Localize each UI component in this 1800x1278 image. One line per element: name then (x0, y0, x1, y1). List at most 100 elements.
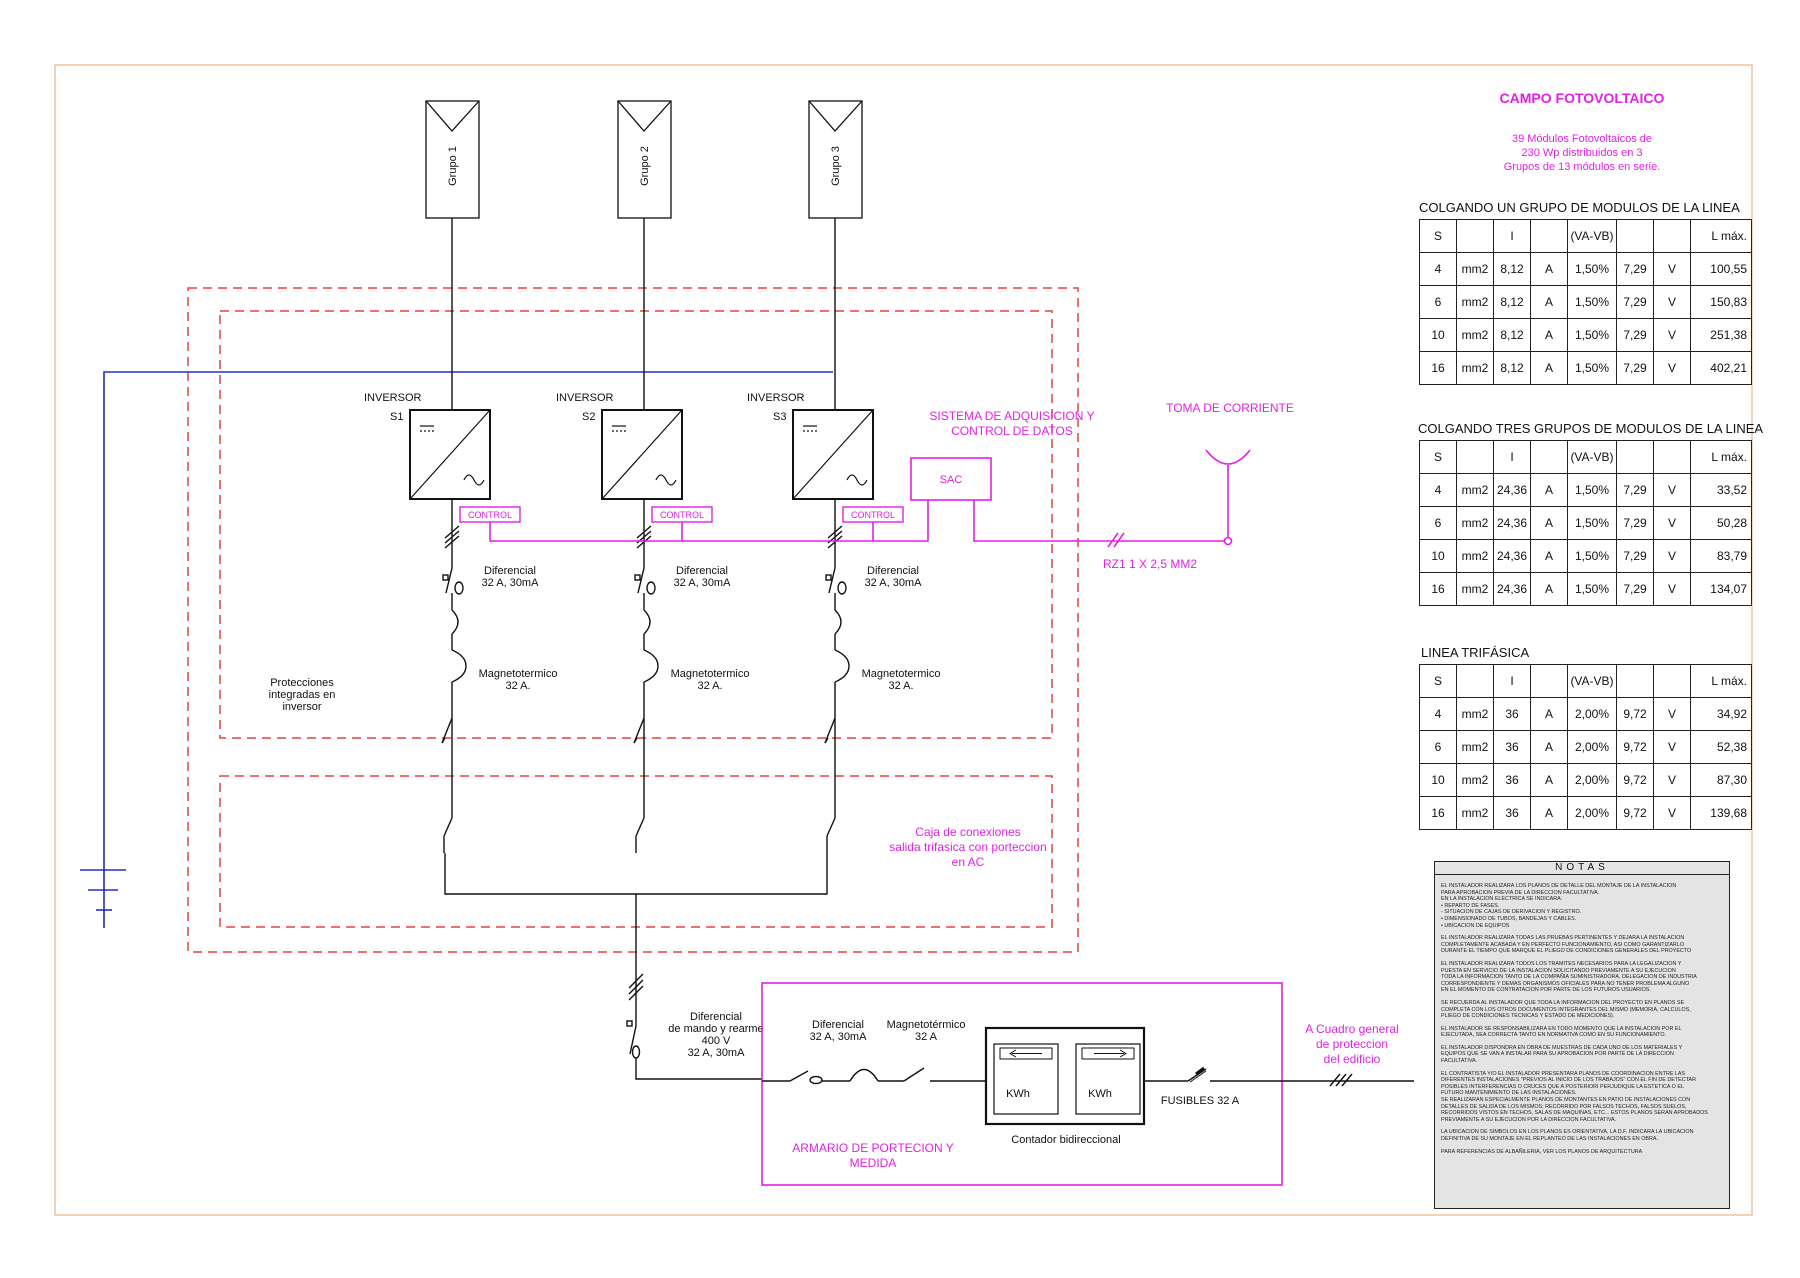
table-cell: A (1530, 506, 1568, 540)
armario-box (761, 982, 1283, 1186)
armario-diff-label-2: 32 A, 30mA (810, 1031, 868, 1043)
table-cell: mm2 (1456, 318, 1494, 352)
table-cell (1616, 664, 1654, 698)
table-cell: L máx. (1690, 440, 1752, 474)
table-cell: 2,00% (1567, 697, 1617, 731)
table-cell: mm2 (1456, 730, 1494, 764)
table-cell: 2,00% (1567, 796, 1617, 830)
table-cell (1456, 219, 1494, 253)
note-paragraph: EL CONTRATISTA Y/O EL INSTALADOR PRESENT… (1441, 1070, 1708, 1123)
table-cell: V (1653, 539, 1691, 573)
notes-title: NOTAS (1435, 862, 1729, 875)
table-cell: 1,50% (1567, 506, 1617, 540)
note-paragraph: EL INSTALADOR REALIZARA TODOS LOS TRAMIT… (1441, 960, 1697, 994)
table-cell: 10 (1419, 318, 1457, 352)
table-cell: 6 (1419, 506, 1457, 540)
table-cell: 10 (1419, 539, 1457, 573)
magnetotermico-label: Magnetotermico (671, 668, 750, 680)
table-cell: 24,36 (1493, 572, 1531, 606)
table-cell: mm2 (1456, 796, 1494, 830)
table-cell: 1,50% (1567, 539, 1617, 573)
armario-title-2: MEDIDA (850, 1156, 897, 1170)
protecciones-label-1: Protecciones (270, 677, 334, 689)
table-cell: V (1653, 473, 1691, 507)
table-cell: 7,29 (1616, 473, 1654, 507)
note-paragraph: EL INSTALADOR SE RESPONSABILIZARA EN TOD… (1441, 1025, 1682, 1039)
outer-enclosure (187, 287, 1079, 953)
table-cell: 139,68 (1690, 796, 1752, 830)
table-cell: (VA-VB) (1567, 440, 1617, 474)
table-cell: mm2 (1456, 539, 1494, 573)
table-cell: 7,29 (1616, 285, 1654, 319)
dif-mando-label-2: de mando y rearme (668, 1023, 763, 1035)
inverter-id: S3 (773, 411, 786, 423)
notes-panel: NOTAS EL INSTALADOR REALIZARA LOS PLANOS… (1434, 861, 1730, 1209)
table-cell (1456, 664, 1494, 698)
inverter-icon (601, 409, 683, 500)
campo-desc-1: 39 Módulos Fotovoltaicos de (1512, 133, 1652, 145)
table-cell: 36 (1493, 763, 1531, 797)
table-cell: 4 (1419, 697, 1457, 731)
table-cell: A (1530, 730, 1568, 764)
table-cell: 87,30 (1690, 763, 1752, 797)
table-cell: A (1530, 796, 1568, 830)
dif-mando-label-3: 400 V (702, 1035, 731, 1047)
magnetotermico-label: Magnetotermico (862, 668, 941, 680)
armario-circuit (762, 1066, 1414, 1087)
table-cell (1616, 219, 1654, 253)
inverter-icon (409, 409, 491, 500)
table-cell (1653, 219, 1691, 253)
toma-label: TOMA DE CORRIENTE (1166, 401, 1294, 415)
contador-label: Contador bidireccional (1011, 1134, 1120, 1146)
inverter-id: S2 (582, 411, 595, 423)
table-title-un-grupo: COLGANDO UN GRUPO DE MODULOS DE LA LINEA (1419, 200, 1740, 215)
inverter-title: INVERSOR (747, 392, 805, 404)
diferencial-label: Diferencial (867, 565, 919, 577)
cuadro-label-3: del edificio (1324, 1052, 1381, 1066)
table-cell: 100,55 (1690, 252, 1752, 286)
ac-branch-line (633, 499, 659, 853)
control-label: CONTROL (468, 510, 512, 520)
table-cell: 134,07 (1690, 572, 1752, 606)
inverter-title: INVERSOR (556, 392, 614, 404)
note-paragraph: EL INSTALADOR REALIZARA LOS PLANOS DE DE… (1441, 883, 1677, 929)
table-cell: 50,28 (1690, 506, 1752, 540)
table-cell: 1,50% (1567, 285, 1617, 319)
table-cell: 7,29 (1616, 572, 1654, 606)
fusibles-label: FUSIBLES 32 A (1161, 1095, 1240, 1107)
socket-icon (1205, 449, 1251, 470)
note-paragraph: LA UBICACION DE SIMBOLOS EN LOS PLANOS E… (1441, 1129, 1694, 1142)
table-cell: 7,29 (1616, 318, 1654, 352)
cuadro-label-1: A Cuadro general (1305, 1022, 1398, 1036)
table-cell: A (1530, 318, 1568, 352)
diferencial-label: Diferencial (676, 565, 728, 577)
sistema-label-1: SISTEMA DE ADQUISICION Y (929, 409, 1094, 423)
table-cell: 24,36 (1493, 473, 1531, 507)
ac-branch-line (824, 499, 850, 853)
table-title-tres-grupos: COLGANDO TRES GRUPOS DE MODULOS DE LA LI… (1418, 421, 1764, 436)
table-cell: 8,12 (1493, 351, 1531, 385)
table-cell: 251,38 (1690, 318, 1752, 352)
cable-label: RZ1 1 X 2,5 MM2 (1103, 557, 1197, 571)
ac-collector (444, 853, 828, 1013)
group-label: Grupo 2 (639, 146, 651, 186)
table-cell (1530, 219, 1568, 253)
table-cell: 36 (1493, 796, 1531, 830)
table-cell: 83,79 (1690, 539, 1752, 573)
campo-desc-3: Grupos de 13 módulos en serie. (1504, 161, 1661, 173)
table-cell: 4 (1419, 252, 1457, 286)
earth-conductor (103, 371, 833, 870)
